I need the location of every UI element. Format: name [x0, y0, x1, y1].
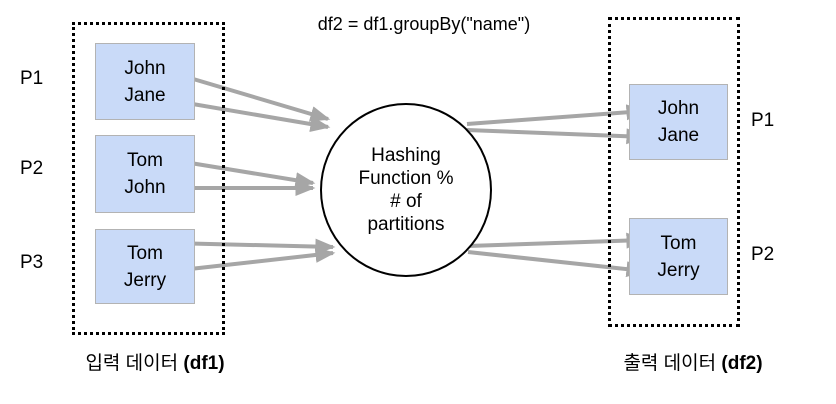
hash-line: # of	[390, 191, 422, 212]
diagram-title: df2 = df1.groupBy("name")	[317, 14, 531, 34]
input-partition-box-p1: John Jane	[95, 43, 195, 120]
output-partition-box-p1: John Jane	[629, 84, 728, 160]
record: Jane	[124, 84, 166, 106]
hash-line: partitions	[367, 214, 445, 235]
record: John	[657, 98, 700, 119]
hash-line: Function %	[358, 168, 454, 189]
input-partition-label-p2: P2	[20, 158, 44, 179]
output-partitions-container	[608, 17, 740, 327]
record: Jerry	[123, 269, 167, 291]
output-caption-ref: (df2)	[721, 353, 763, 374]
record: Tom	[127, 150, 163, 171]
hash-line: Hashing	[371, 145, 441, 166]
record: John	[124, 57, 166, 79]
record: Jerry	[657, 259, 700, 281]
input-partition-box-p2: Tom John	[95, 135, 195, 213]
input-partitions-container	[72, 22, 225, 335]
hashing-function-node: Hashing Function % # of partitions	[320, 103, 492, 277]
output-partition-label-p1: P1	[751, 110, 775, 131]
input-partition-label-p1: P1	[20, 68, 44, 89]
output-caption-text: 출력 데이터	[623, 353, 722, 374]
output-partition-label-p2: P2	[751, 244, 775, 265]
output-partition-box-p2: Tom Jerry	[629, 218, 728, 295]
record: Tom	[660, 232, 697, 254]
record: John	[124, 177, 166, 198]
input-caption-text: 입력 데이터	[85, 353, 184, 374]
record: Jane	[657, 125, 700, 146]
input-caption-ref: (df1)	[183, 353, 225, 374]
output-caption: 출력 데이터 (df2)	[598, 348, 788, 375]
record: Tom	[127, 242, 163, 264]
input-partition-label-p3: P3	[20, 252, 44, 273]
input-caption: 입력 데이터 (df1)	[60, 348, 250, 375]
input-partition-box-p3: Tom Jerry	[95, 229, 195, 304]
